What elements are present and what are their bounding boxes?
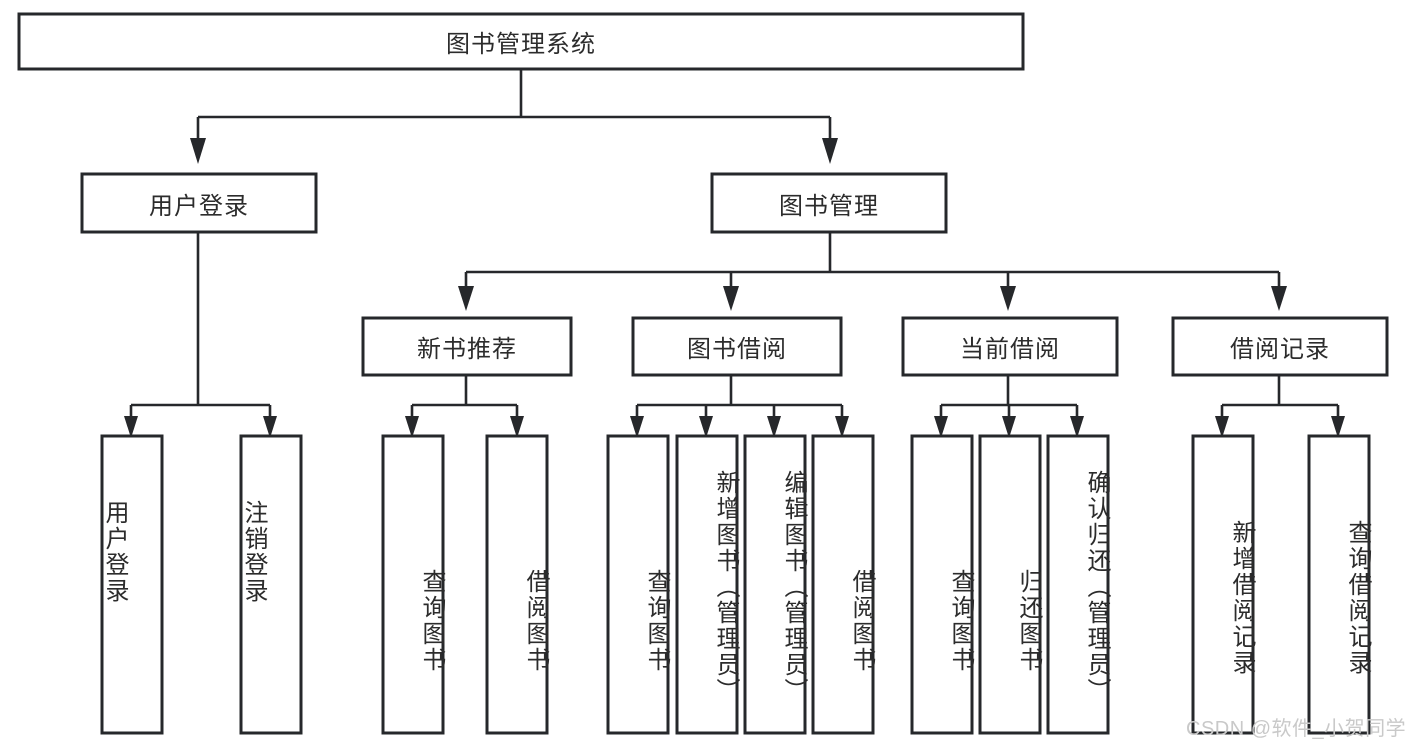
arrow-to-leaf-user-login-icon — [124, 416, 138, 438]
arrow-to-leaf-query-book-2-icon — [630, 416, 644, 438]
arrow-to-leaf-borrow-book-1-icon — [510, 416, 524, 438]
node-box-leaf-confirm-return[interactable] — [1046, 434, 1110, 735]
arrow-to-leaf-add-record-icon — [1215, 416, 1229, 438]
arrow-to-book-borrow-icon — [723, 286, 739, 311]
connectors-borrow-record-to-leaves — [1215, 376, 1345, 438]
node-box-current-borrow[interactable] — [901, 316, 1119, 377]
node-box-leaf-return-book[interactable] — [978, 434, 1042, 735]
node-box-leaf-user-login[interactable] — [100, 434, 164, 735]
arrow-to-borrow-record-icon — [1271, 286, 1287, 311]
arrow-to-current-borrow-icon — [1000, 286, 1016, 311]
connectors-new-book-to-leaves — [405, 376, 524, 438]
node-box-leaf-add-record[interactable] — [1191, 434, 1255, 735]
node-box-book-borrow[interactable] — [631, 316, 843, 377]
node-box-leaf-add-book[interactable] — [675, 434, 739, 735]
arrow-to-leaf-query-book-3-icon — [934, 416, 948, 438]
arrow-to-leaf-borrow-book-2-icon — [835, 416, 849, 438]
arrow-to-book-management-icon — [822, 138, 838, 164]
node-box-leaf-borrow-book-1[interactable] — [485, 434, 549, 735]
node-box-root[interactable] — [17, 12, 1025, 71]
node-box-leaf-borrow-book-2[interactable] — [811, 434, 875, 735]
node-box-new-book-recommend[interactable] — [361, 316, 573, 377]
node-box-borrow-record[interactable] — [1171, 316, 1389, 377]
arrow-to-user-login-icon — [190, 138, 206, 164]
node-box-leaf-query-record[interactable] — [1307, 434, 1371, 735]
connectors-book-borrow-to-leaves — [630, 376, 849, 438]
node-box-leaf-query-book-2[interactable] — [606, 434, 670, 735]
node-box-book-management[interactable] — [710, 172, 948, 234]
arrow-to-new-book-icon — [458, 286, 474, 311]
arrow-to-leaf-return-book-icon — [1002, 416, 1016, 438]
node-box-leaf-query-book-1[interactable] — [381, 434, 445, 735]
arrow-to-leaf-edit-book-icon — [767, 416, 781, 438]
connectors-root-to-level2 — [190, 69, 838, 164]
connectors-user-login-to-leaves — [124, 233, 277, 438]
node-box-leaf-logout[interactable] — [239, 434, 303, 735]
connectors-current-borrow-to-leaves — [934, 376, 1084, 438]
node-box-leaf-edit-book[interactable] — [743, 434, 807, 735]
node-box-user-login[interactable] — [80, 172, 318, 234]
arrow-to-leaf-logout-icon — [263, 416, 277, 438]
arrow-to-leaf-add-book-icon — [699, 416, 713, 438]
arrow-to-leaf-query-record-icon — [1331, 416, 1345, 438]
node-box-leaf-query-book-3[interactable] — [910, 434, 974, 735]
connectors-level2-to-level3 — [458, 233, 1287, 311]
csdn-watermark: CSDN @软件_小贺同学 — [1186, 718, 1405, 740]
arrow-to-leaf-confirm-return-icon — [1070, 416, 1084, 438]
arrow-to-leaf-query-book-1-icon — [405, 416, 419, 438]
